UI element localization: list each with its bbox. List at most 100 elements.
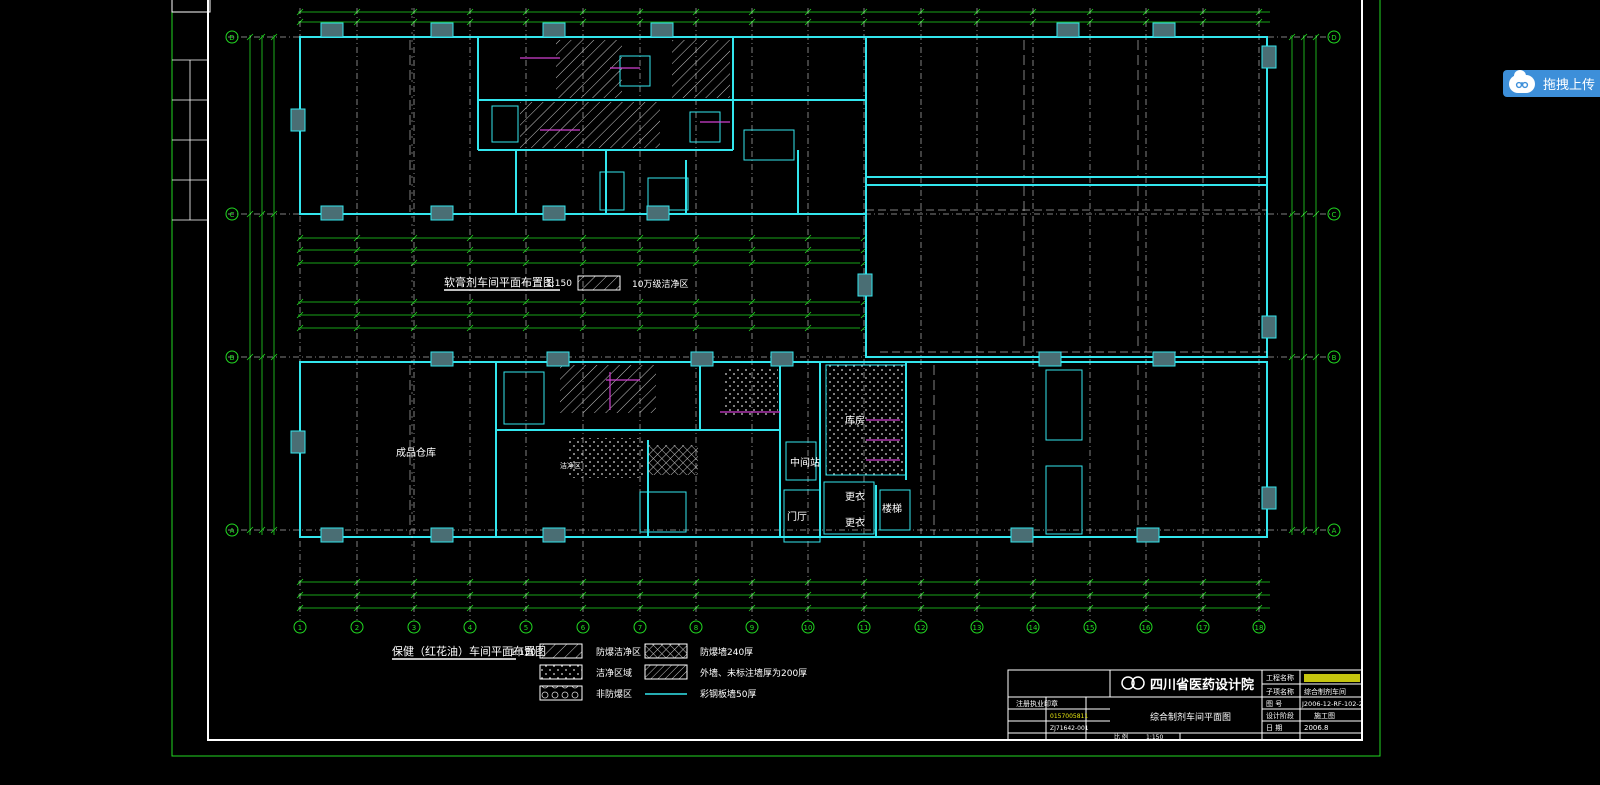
sheet-inner-frame [207,0,1363,741]
dimension-tick [748,298,756,306]
svg-text:D: D [1331,34,1336,42]
legend-label-4: 防爆墙240厚 [700,646,753,658]
item-value: 综合制剂车间 [1304,687,1346,696]
dimension-tick [270,33,278,41]
dimension-tick [353,324,361,332]
drag-upload-button[interactable]: 拖拽上传 [1503,69,1600,97]
axis-bubble-8: 8 [689,620,703,634]
axis-bubble-6: 6 [576,620,590,634]
room-label-lobby: 门厅 [787,510,807,523]
upper-legend-swatch [577,275,621,291]
legend-swatch-circles [539,685,583,701]
svg-text:A: A [230,527,235,535]
axis-bubble-18: 18 [1252,620,1266,634]
column-pad [1152,22,1176,38]
dimension-tick [579,324,587,332]
dimension-tick [258,210,266,218]
column-pad [1136,527,1160,543]
dimension-tick [353,246,361,254]
legend-label-6: 彩钢板墙50厚 [700,688,756,700]
dimension-tick [692,298,700,306]
column-pad [546,351,570,367]
dimension-tick [353,298,361,306]
dimension-tick [296,298,304,306]
column-pad [542,205,566,221]
institute-name: 四川省医药设计院 [1150,677,1254,693]
dimension-tick [692,324,700,332]
project-label: 工程名称 [1266,673,1294,682]
room-label-storeroom: 库房 [845,414,865,427]
upper-hatch-zone-c [520,102,660,148]
dimension-tick [579,259,587,267]
dimension-tick [296,311,304,319]
svg-text:14: 14 [1029,624,1038,632]
drawing-name: 综合制剂车间平面图 [1150,711,1231,723]
item-label: 子项名称 [1266,687,1294,696]
dimension-tick [692,259,700,267]
svg-text:16: 16 [1142,624,1151,632]
axis-bubble-17: 17 [1196,620,1210,634]
axis-bubble-15: 15 [1083,620,1097,634]
column-pad [1261,486,1277,510]
dimension-tick [258,526,266,534]
legend-swatch-hatch [539,643,583,659]
column-pad [430,527,454,543]
cert-no: 0157005811 [1050,713,1088,720]
sheet-corner-stamp [171,0,211,13]
column-pad [650,22,674,38]
axis-bubble-14: 14 [1026,620,1040,634]
upper-legend-label: 10万级洁净区 [632,278,688,290]
lower-column-dashes [409,365,1139,535]
svg-text:12: 12 [917,624,926,632]
upper-magenta-walls [520,57,730,131]
legend-label-2: 洁净区域 [596,667,632,679]
axis-bubble-9: 9 [745,620,759,634]
column-pad [1261,45,1277,69]
svg-text:D: D [229,34,234,42]
dimension-tick [1288,526,1296,534]
column-pads [290,22,1277,543]
dimension-tick [296,324,304,332]
legend-swatch-dots [539,664,583,680]
scale-label: 比 例 [1114,733,1128,741]
left-legend: 防爆洁净区 洁净区域 非防爆区 [539,643,641,701]
column-pad [430,22,454,38]
dimension-tick [353,311,361,319]
institute-logo-icon [1121,676,1145,690]
axis-bubble-A: A [1327,523,1341,537]
date-label: 日 期 [1266,724,1282,732]
drawing-no-label: 图 号 [1266,700,1282,708]
svg-text:B: B [230,354,235,362]
legend-swatch-dense [644,664,688,680]
lower-plan-title: 保健（红花油）车间平面布置图 [392,644,546,658]
axis-bubble-11: 11 [857,620,871,634]
dimension-tick [636,324,644,332]
svg-text:B: B [1332,354,1337,362]
room-label-clean: 洁净区 [560,461,581,470]
dimension-tick [692,246,700,254]
dimension-lines [249,11,1317,609]
upper-column-dashes [409,40,1139,350]
dimension-tick [748,246,756,254]
dimension-tick [522,311,530,319]
stage-value: 施工图 [1314,711,1335,720]
axis-bubble-13: 13 [970,620,984,634]
dimension-tick [748,324,756,332]
upper-hatch-zone-b [672,40,730,98]
upper-hatch-zone-a [556,40,622,98]
dimension-tick [804,259,812,267]
dimension-tick [522,246,530,254]
column-pad [1010,527,1034,543]
lower-hatch-zone [560,365,656,413]
dimension-tick [522,298,530,306]
dimension-tick [636,311,644,319]
column-pad [857,273,873,297]
svg-text:11: 11 [860,624,869,632]
dimension-tick [258,33,266,41]
stage-label: 设计阶段 [1266,711,1294,720]
dimension-tick [804,324,812,332]
